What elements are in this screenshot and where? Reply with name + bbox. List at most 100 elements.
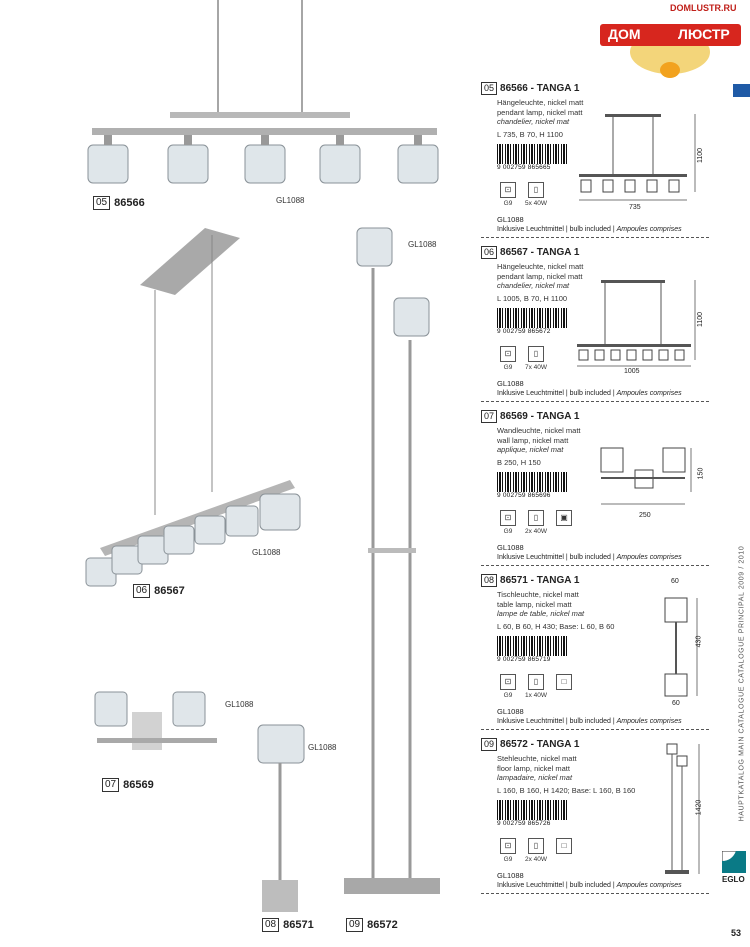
socket-icon: ⊡G9 <box>497 510 519 535</box>
barcode: 9 002759 865726 <box>497 800 569 828</box>
drawing-width: 1005 <box>624 368 640 375</box>
bulb-icon: ▯7x 40W <box>525 346 547 371</box>
bulb-included-note: Inklusive Leuchtmittel | bulb included |… <box>497 226 682 233</box>
wall-lamp-86569-image <box>94 691 217 750</box>
spec-icons: ⊡G9 ▯1x 40W □ <box>497 674 575 699</box>
drawing-height: 1100 <box>697 147 705 164</box>
table-lamp-86571-image <box>257 724 305 912</box>
desc-fr: lampadaire, nickel mat <box>497 773 573 782</box>
product-photos <box>85 0 440 912</box>
gl-code: GL1088 <box>497 543 524 552</box>
technical-drawing <box>665 743 700 874</box>
gl-label: GL1088 <box>225 700 254 709</box>
gl-label: GL1088 <box>276 196 305 205</box>
eglo-mark <box>721 850 747 874</box>
class-icon: □ <box>553 674 575 699</box>
technical-drawing <box>579 114 696 201</box>
spec-icons: ⊡G9 ▯7x 40W <box>497 346 547 371</box>
desc-de: Tischleuchte, nickel matt <box>497 590 579 599</box>
gl-code: GL1088 <box>497 379 524 388</box>
desc-fr: lampe de table, nickel mat <box>497 609 585 618</box>
drawing-height: 150 <box>697 467 705 480</box>
spec-icons: ⊡G9 ▯2x 40W ▣ <box>497 510 575 535</box>
bulb-included-note: Inklusive Leuchtmittel | bulb included |… <box>497 554 682 561</box>
floor-lamp-86572-image <box>344 227 440 894</box>
chandelier-86566-image <box>87 0 439 184</box>
bulb-icon: ▯2x 40W <box>525 510 547 535</box>
accent-tab <box>733 84 750 97</box>
socket-icon: ⊡G9 <box>497 838 519 863</box>
drawing-height: 430 <box>695 635 703 648</box>
bulb-icon: ▯2x 40W <box>525 838 547 863</box>
logo-left-text: ДОМ <box>608 26 641 42</box>
gl-label: GL1088 <box>308 743 337 752</box>
socket-icon: ⊡G9 <box>497 346 519 371</box>
bulb-icon: ▯1x 40W <box>525 674 547 699</box>
catalog-side-text: HAUPTKATALOG MAIN CATALOGUE CATALOGUE PR… <box>738 545 746 822</box>
switch-icon: ▣ <box>553 510 575 535</box>
desc-fr: chandelier, nickel mat <box>497 281 570 290</box>
socket-icon: ⊡G9 <box>497 674 519 699</box>
barcode: 9 002759 865696 <box>497 472 569 500</box>
desc-fr: applique, nickel mat <box>497 445 564 454</box>
logo: ДОМ ЛЮСТР <box>598 12 743 80</box>
desc-en: pendant lamp, nickel matt <box>497 108 583 117</box>
technical-drawing <box>600 447 692 505</box>
desc-en: floor lamp, nickel matt <box>497 764 570 773</box>
spec-icons: ⊡G9 ▯5x 40W <box>497 182 547 207</box>
gl-code: GL1088 <box>497 215 524 224</box>
brand-name: EGLO <box>722 875 745 884</box>
drawing-width: 735 <box>629 204 641 211</box>
gl-code: GL1088 <box>497 707 524 716</box>
gl-code: GL1088 <box>497 871 524 880</box>
desc-en: table lamp, nickel matt <box>497 600 572 609</box>
desc-de: Wandleuchte, nickel matt <box>497 426 581 435</box>
desc-en: pendant lamp, nickel matt <box>497 272 583 281</box>
site-domain[interactable]: DOMLUSTR.RU <box>670 3 737 13</box>
gl-label: GL1088 <box>252 548 281 557</box>
dimensions: L 735, B 70, H 1100 <box>497 130 563 139</box>
barcode: 9 002759 865672 <box>497 308 569 336</box>
logo-graphic <box>600 24 741 78</box>
barcode: 9 002759 865719 <box>497 636 569 664</box>
technical-drawing <box>664 597 698 697</box>
dimensions: L 60, B 60, H 430; Base: L 60, B 60 <box>497 622 615 631</box>
class-icon: □ <box>553 838 575 863</box>
dimensions: L 1005, B 70, H 1100 <box>497 294 568 303</box>
drawing-top-width: 60 <box>671 578 679 585</box>
desc-de: Hängeleuchte, nickel matt <box>497 98 584 107</box>
page-number: 53 <box>731 928 742 938</box>
chandelier-86567-image <box>85 228 301 587</box>
desc-de: Hängeleuchte, nickel matt <box>497 262 584 271</box>
technical-drawing <box>577 280 696 367</box>
dimensions: L 160, B 160, H 1420; Base: L 160, B 160 <box>497 786 636 795</box>
bulb-included-note: Inklusive Leuchtmittel | bulb included |… <box>497 718 682 725</box>
gl-label: GL1088 <box>408 240 437 249</box>
bulb-included-note: Inklusive Leuchtmittel | bulb included |… <box>497 390 682 397</box>
logo-right-text: ЛЮСТР <box>678 26 730 42</box>
eglo-logo-icon <box>721 850 747 874</box>
drawing-height: 1100 <box>697 311 705 328</box>
dimensions: B 250, H 150 <box>497 458 541 467</box>
desc-fr: chandelier, nickel mat <box>497 117 570 126</box>
bulb-included-note: Inklusive Leuchtmittel | bulb included |… <box>497 882 682 889</box>
drawing-width: 60 <box>672 700 680 707</box>
spec-icons: ⊡G9 ▯2x 40W □ <box>497 838 575 863</box>
desc-en: wall lamp, nickel matt <box>497 436 569 445</box>
desc-de: Stehleuchte, nickel matt <box>497 754 577 763</box>
barcode: 9 002759 865665 <box>497 144 569 172</box>
